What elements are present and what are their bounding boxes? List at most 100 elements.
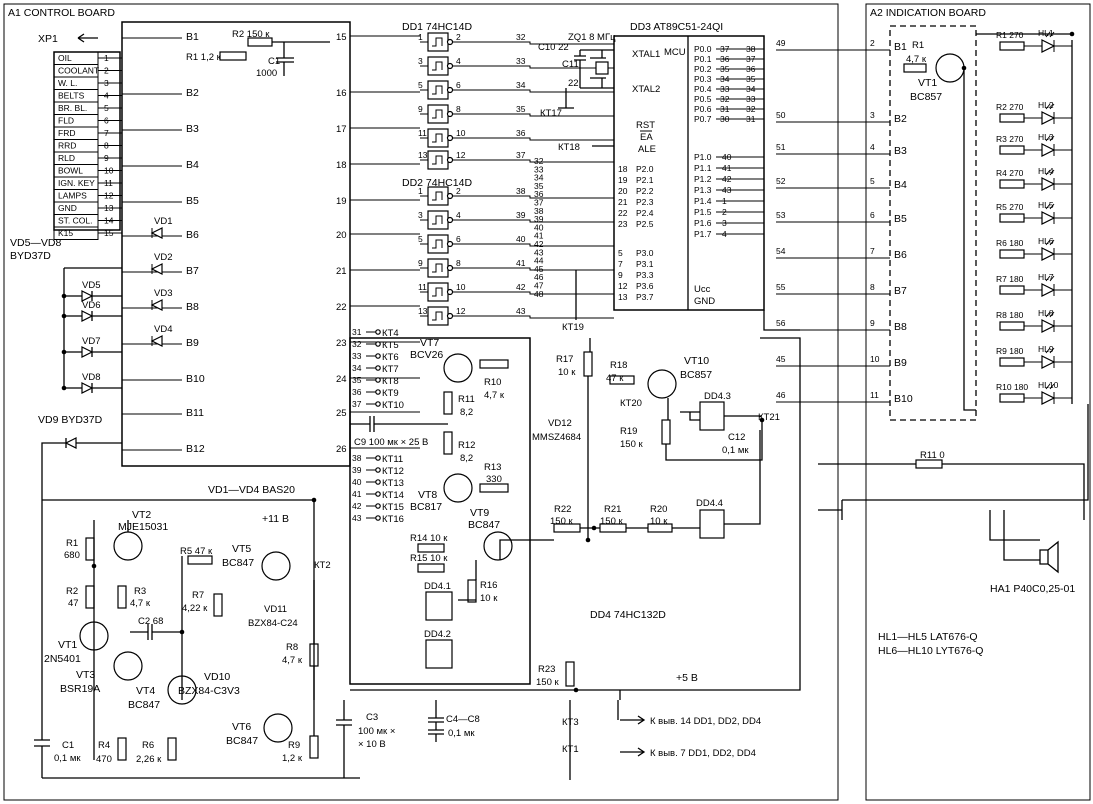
mcu-p1-pin: P1.7 (694, 229, 712, 239)
vd9-label: VD9 BYD37D (38, 414, 103, 426)
block-output-pin: 17 (336, 124, 347, 135)
r4-value: 470 (96, 754, 112, 765)
a1-block-label: B11 (186, 407, 204, 419)
vt2-label: VT2 (132, 509, 151, 521)
c12-value: 0,1 мк (722, 445, 749, 456)
r16-label: R16 (480, 580, 497, 591)
inverter-out-pin: 8 (456, 104, 461, 114)
block-output-pin: 18 (336, 160, 347, 171)
connector-pin-label: BOWL (58, 166, 83, 176)
r12-label: R12 (458, 440, 475, 451)
led-label: HL3 (1038, 132, 1054, 142)
r4-label: R4 (98, 740, 110, 751)
led-resistor (999, 145, 1025, 155)
block-output-pin: 23 (336, 338, 347, 349)
inverter-in-pin: 1 (418, 186, 423, 196)
r23-label: R23 (538, 664, 555, 675)
led-resistor-label: R6 180 (996, 238, 1024, 248)
schmitt-inverter (427, 234, 449, 254)
mcu-chip (613, 35, 765, 311)
r18-value: 47 к (606, 373, 624, 384)
inverter-in-pin: 11 (418, 282, 427, 292)
c3-value-2: × 10 В (358, 739, 386, 750)
vt3-label: VT3 (76, 669, 95, 681)
led-label: HL2 (1038, 100, 1054, 110)
led-label: HL6 (1038, 236, 1054, 246)
xtal2-label: XTAL2 (632, 84, 660, 95)
r5-resistor (187, 555, 213, 565)
r19-label: R19 (620, 426, 637, 437)
led-resistor (999, 393, 1025, 403)
vt7-value: BCV26 (410, 349, 443, 361)
connector-pin-label: COOLANT (58, 66, 99, 76)
a2-external-net: 49 (776, 38, 786, 48)
led-resistor (999, 321, 1025, 331)
mcu-p2-pin: P2.1 (636, 175, 654, 185)
test-point-label: КТ5 (382, 340, 399, 351)
test-point-label: КТ14 (382, 490, 404, 501)
dd4-1-label: DD4.1 (424, 581, 451, 592)
a2-board-title: A2 INDICATION BOARD (870, 7, 986, 19)
test-point-label: КТ13 (382, 478, 404, 489)
inverter-out-pin: 10 (456, 282, 466, 292)
vt8-value: BC817 (410, 501, 442, 513)
r2b-value: 47 (68, 598, 79, 609)
schmitt-inverter (427, 186, 449, 206)
inverter-net-number: 39 (516, 210, 526, 220)
a2-external-net: 55 (776, 282, 786, 292)
r8-value: 4,7 к (282, 655, 303, 666)
mcu-p2-pin: P2.5 (636, 219, 654, 229)
block-output-pin: 26 (336, 444, 347, 455)
r20-label: R20 (650, 504, 667, 515)
kt18-label: КТ18 (558, 142, 580, 153)
r23-resistor (565, 661, 575, 687)
mcu-left-num: 41 (534, 231, 544, 241)
vt7-transistor (443, 353, 473, 383)
schmitt-inverter (427, 306, 449, 326)
vd12-value: MMSZ4684 (532, 432, 581, 443)
mcu-p3-pin: P3.3 (636, 270, 654, 280)
inverter-in-pin: 13 (418, 150, 428, 160)
a2-block-label: B5 (894, 213, 907, 225)
led-resistor (999, 285, 1025, 295)
schmitt-inverter (427, 210, 449, 230)
a1-block-label: B10 (186, 373, 205, 385)
vt10-transistor (647, 369, 677, 399)
inverter-out-pin: 10 (456, 128, 466, 138)
led-label: HL10 (1038, 380, 1059, 390)
diode-label: VD8 (82, 372, 100, 383)
a1-board-title: A1 CONTROL BOARD (8, 7, 115, 19)
inverter-in-pin: 9 (418, 104, 423, 114)
mcu-p0-pin: P0.6 (694, 104, 712, 114)
speaker-icon (1039, 540, 1059, 574)
a2-input-pin: 10 (870, 354, 880, 364)
a1-block-label: B6 (186, 229, 199, 241)
c1-label: C1 (268, 56, 280, 67)
r8-label: R8 (286, 642, 298, 653)
mcu-left-num: 34 (534, 173, 544, 183)
a2-r1-resistor (903, 63, 927, 73)
led-resistor (999, 179, 1025, 189)
a2-block-label: B6 (894, 249, 907, 261)
a2-block-label: B7 (894, 285, 907, 297)
inverter-out-pin: 8 (456, 258, 461, 268)
a2-external-net: 52 (776, 176, 786, 186)
ha1-label: HA1 P40C0,25-01 (990, 583, 1075, 595)
vt1-value: 2N5401 (44, 653, 81, 665)
led-resistor-label: R7 180 (996, 274, 1024, 284)
vd12-label: VD12 (548, 418, 572, 429)
r16-value: 10 к (480, 593, 498, 604)
mcu-left-num: 35 (534, 181, 544, 191)
r15-resistor (417, 563, 445, 573)
test-point-pin: 33 (352, 351, 362, 361)
a1-block-label: B12 (186, 443, 205, 455)
connector-pin-label: BR. BL. (58, 103, 87, 113)
a2-block-label: B10 (894, 393, 913, 405)
block-output-pin: 22 (336, 302, 347, 313)
led-resistor (999, 213, 1025, 223)
led-label: HL1 (1038, 28, 1054, 38)
led-label: HL7 (1038, 272, 1054, 282)
